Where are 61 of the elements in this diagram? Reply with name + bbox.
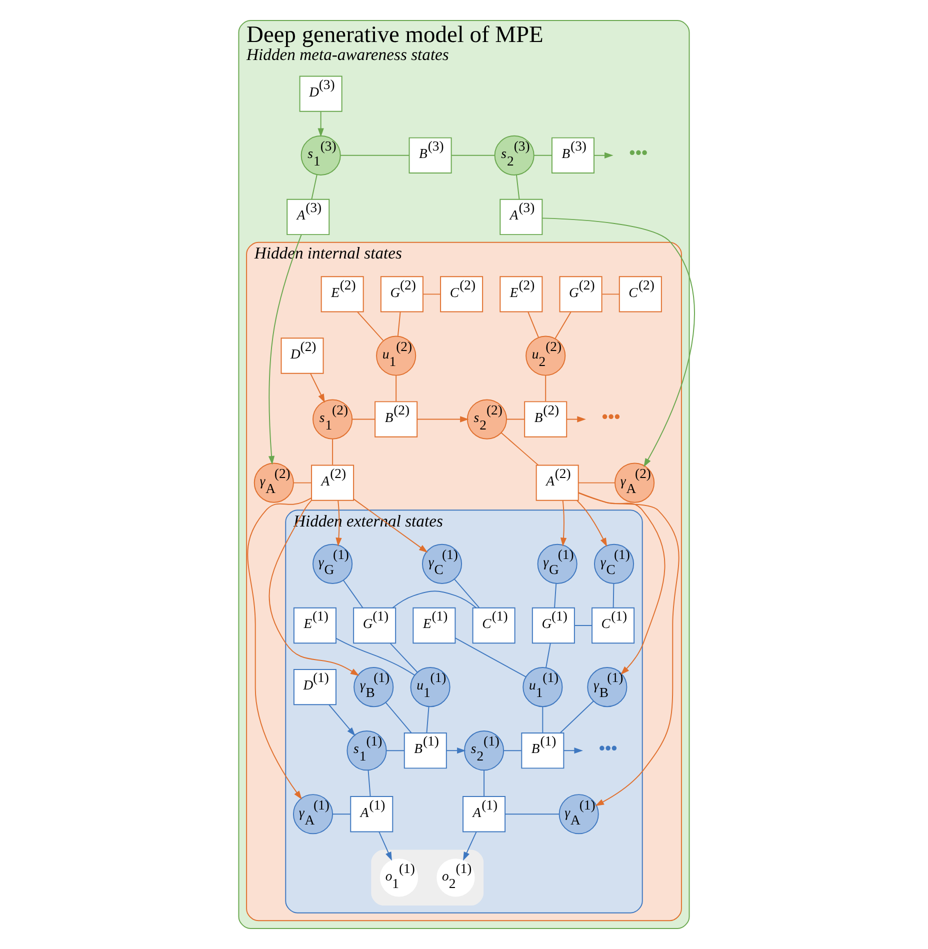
connector	[503, 750, 522, 752]
connector	[560, 700, 594, 734]
arrow	[416, 416, 469, 422]
arrow	[268, 234, 302, 465]
connector	[352, 418, 376, 420]
connector	[332, 438, 334, 466]
arrow	[328, 704, 356, 736]
connector	[392, 590, 477, 608]
arrow	[463, 831, 477, 861]
connector	[545, 375, 546, 402]
arrow	[268, 500, 360, 676]
connector	[534, 154, 552, 156]
connector	[504, 814, 560, 815]
connector	[454, 578, 480, 608]
node-text: •••	[598, 738, 618, 758]
connector	[546, 642, 551, 668]
connector	[396, 375, 397, 402]
arrow	[566, 416, 586, 422]
arrow	[247, 497, 312, 800]
connector	[602, 294, 620, 295]
connector	[342, 580, 364, 608]
connector	[484, 770, 485, 797]
connector	[500, 432, 539, 466]
arrow	[542, 218, 695, 468]
arrow	[594, 152, 614, 158]
connector	[516, 174, 520, 200]
connector	[340, 154, 410, 156]
connector	[554, 312, 572, 339]
node-text: •••	[602, 406, 620, 427]
arrow	[560, 500, 567, 547]
connector	[542, 706, 544, 734]
connector	[454, 638, 526, 678]
arrow	[578, 492, 666, 675]
connector	[528, 312, 539, 338]
connector	[554, 582, 557, 608]
arrow	[576, 500, 608, 547]
connector	[397, 312, 401, 336]
arrow	[563, 748, 583, 754]
arrow	[353, 498, 428, 553]
connector	[293, 482, 312, 484]
connector	[426, 706, 430, 734]
node-text: •••	[629, 142, 648, 163]
connector	[368, 770, 371, 797]
connector	[311, 174, 318, 200]
arrow	[318, 111, 324, 138]
connector	[336, 638, 416, 676]
connector	[506, 418, 525, 420]
connector	[451, 154, 496, 156]
connector	[332, 814, 351, 815]
connector	[385, 702, 412, 734]
arrow	[378, 831, 392, 861]
arrow	[446, 748, 466, 754]
connector	[357, 312, 384, 341]
connector	[574, 625, 592, 626]
connector	[422, 294, 441, 295]
connector	[578, 482, 616, 484]
connector	[386, 750, 405, 752]
arrow	[310, 373, 325, 403]
arrow	[578, 492, 680, 806]
connector	[390, 642, 418, 673]
connector	[612, 583, 614, 608]
